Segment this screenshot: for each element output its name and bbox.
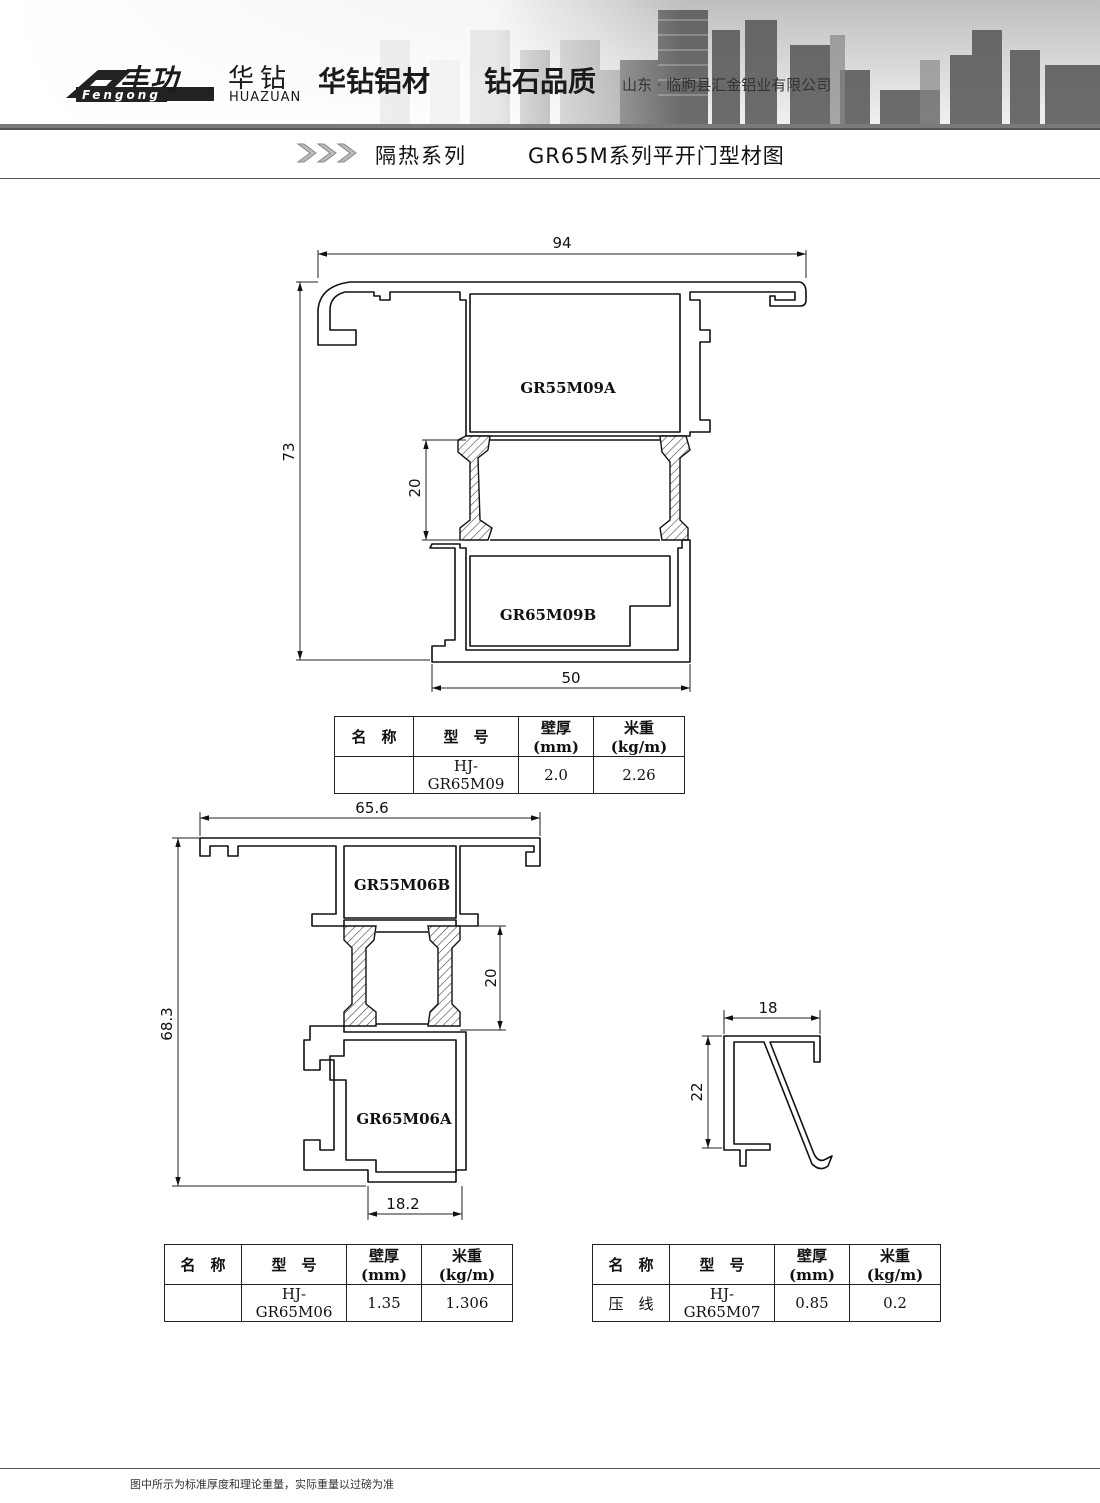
drawing-title: GR65M系列平开门型材图: [528, 144, 785, 168]
table-row: HJ-GR65M09 2.0 2.26: [334, 756, 685, 794]
profile-drawing-m07: 18 22: [688, 999, 833, 1170]
header-weight: 米重(kg/m): [421, 1244, 513, 1285]
cell-weight: 1.306: [421, 1284, 513, 1322]
cell-thickness: 0.85: [774, 1284, 850, 1322]
chevron-arrows-icon: [296, 143, 357, 163]
header-thickness: 壁厚(mm): [346, 1244, 422, 1285]
slogan-aluminum: 华钻铝材: [318, 65, 431, 98]
dim-height-22: 22: [688, 1082, 706, 1101]
spec-table-m09: 名 称 型 号 壁厚(mm) 米重(kg/m) HJ-GR65M09 2.0 2…: [334, 716, 685, 794]
cell-weight: 2.26: [593, 756, 685, 794]
series-name: 隔热系列: [375, 144, 467, 168]
dim-width-18: 18: [758, 999, 777, 1017]
header-model: 型 号: [241, 1244, 347, 1285]
cell-name: 压 线: [592, 1284, 670, 1322]
dim-width-65-6: 65.6: [355, 799, 388, 817]
brand-latin-huazuan: HUAZUAN: [229, 90, 302, 105]
brand-name-huazuan: 华钻: [228, 64, 293, 94]
cell-thickness: 1.35: [346, 1284, 422, 1322]
footer-note: 图中所示为标准厚度和理论重量，实际重量以过磅为准: [130, 1478, 394, 1491]
spec-table-m06: 名 称 型 号 壁厚(mm) 米重(kg/m) HJ-GR65M06 1.35 …: [164, 1244, 513, 1322]
cell-name: [164, 1284, 242, 1322]
title-bar: [0, 128, 1100, 179]
table-row: HJ-GR65M06 1.35 1.306: [164, 1284, 513, 1322]
spec-table-m07: 名 称 型 号 壁厚(mm) 米重(kg/m) 压 线 HJ-GR65M07 0…: [592, 1244, 941, 1322]
cell-thickness: 2.0: [518, 756, 594, 794]
company-name: 山东 · 临朐县汇金铝业有限公司: [622, 76, 832, 94]
table-header-row: 名 称 型 号 壁厚(mm) 米重(kg/m): [164, 1244, 513, 1285]
profile-drawing-m09: 94 73 20 50 GR55M09A GR65M09B: [280, 234, 807, 692]
cell-name: [334, 756, 414, 794]
dim-height-68-3: 68.3: [158, 1007, 176, 1040]
profile-label-gr55m09a: GR55M09A: [520, 379, 616, 397]
table-header-row: 名 称 型 号 壁厚(mm) 米重(kg/m): [592, 1244, 941, 1285]
header-weight: 米重(kg/m): [849, 1244, 941, 1285]
dim-width-94: 94: [552, 234, 571, 252]
header-weight: 米重(kg/m): [593, 716, 685, 757]
header-model: 型 号: [669, 1244, 775, 1285]
header-name: 名 称: [334, 716, 414, 757]
table-row: 压 线 HJ-GR65M07 0.85 0.2: [592, 1284, 941, 1322]
footer-divider: [0, 1468, 1100, 1469]
header-city-banner: [0, 0, 1100, 128]
header-name: 名 称: [164, 1244, 242, 1285]
dim-bottom-18-2: 18.2: [386, 1195, 419, 1213]
header-thickness: 壁厚(mm): [774, 1244, 850, 1285]
profile-drawing-m06: 65.6 68.3 20 18.2 GR55M06B GR65M06A: [158, 799, 541, 1220]
cell-model: HJ-GR65M06: [241, 1284, 347, 1322]
cell-model: HJ-GR65M07: [669, 1284, 775, 1322]
cell-model: HJ-GR65M09: [413, 756, 519, 794]
profile-label-gr65m09b: GR65M09B: [500, 606, 596, 624]
dim-bottom-50: 50: [561, 669, 580, 687]
dim-gap-20: 20: [406, 478, 424, 497]
profile-label-gr65m06a: GR65M06A: [356, 1110, 452, 1128]
brand-latin-fengong: Fengong: [76, 88, 167, 102]
dim-height-73: 73: [280, 442, 298, 461]
slogan-quality: 钻石品质: [484, 65, 597, 98]
table-header-row: 名 称 型 号 壁厚(mm) 米重(kg/m): [334, 716, 685, 757]
header-thickness: 壁厚(mm): [518, 716, 594, 757]
header-model: 型 号: [413, 716, 519, 757]
header-name: 名 称: [592, 1244, 670, 1285]
dim-gap-20: 20: [482, 968, 500, 987]
profile-label-gr55m06b: GR55M06B: [354, 876, 450, 894]
cell-weight: 0.2: [849, 1284, 941, 1322]
page-header: 丰功 Fengong 华钻 HUAZUAN 华钻铝材 钻石品质 山东 · 临朐县…: [0, 0, 1100, 128]
